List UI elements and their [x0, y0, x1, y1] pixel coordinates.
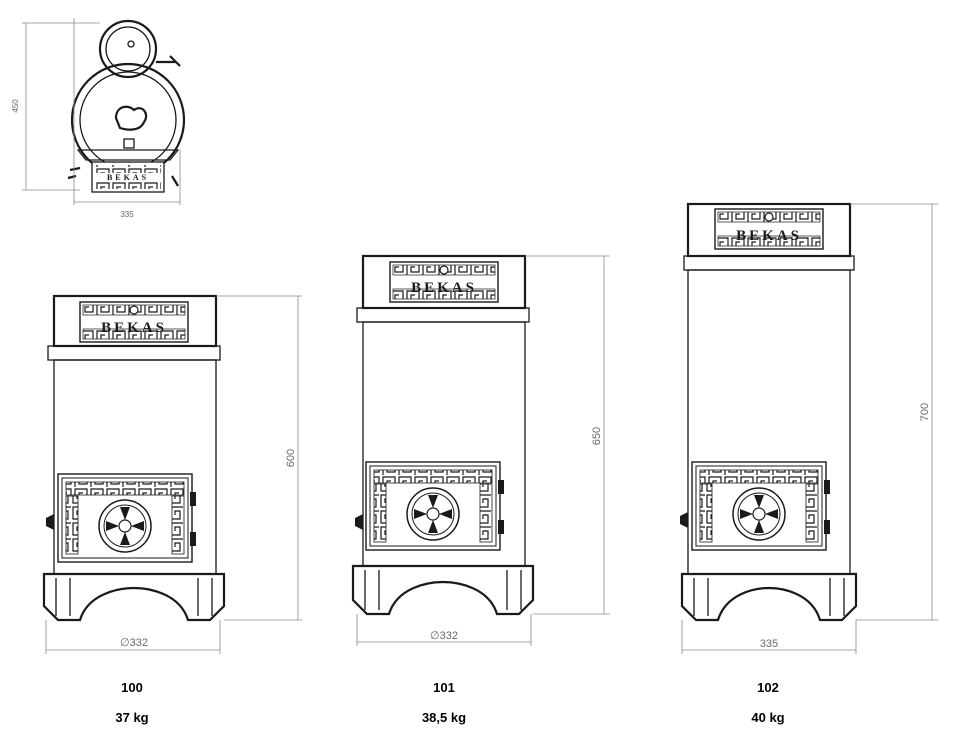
stove-102-brand: BEKAS — [736, 228, 802, 244]
stove-101-drawing: BEKAS ∅332 650 — [351, 254, 610, 646]
top-view-drawing: BEKAS 335 450 — [11, 18, 186, 219]
model-102-label: 102 — [757, 680, 779, 695]
model-101-weight: 38,5 kg — [421, 710, 467, 725]
top-view-width-label: 335 — [120, 210, 134, 219]
stove-101-width-label: ∅332 — [430, 630, 458, 642]
stove-100-brand: BEKAS — [101, 320, 167, 336]
top-view-height-label: 450 — [11, 99, 20, 113]
stove-102-width-label: 335 — [760, 638, 778, 650]
stove-101-height-label: 650 — [591, 427, 603, 445]
stove-101-brand: BEKAS — [411, 280, 477, 296]
top-view-brand: BEKAS — [107, 173, 149, 182]
model-100-weight: 37 kg — [115, 710, 149, 725]
stove-100-height-label: 600 — [285, 449, 297, 467]
model-101-label: 101 — [433, 680, 455, 695]
stove-102-drawing: BEKAS 335 700 — [680, 202, 938, 654]
model-100-label: 100 — [121, 680, 143, 695]
stove-100-drawing: BEKAS ∅332 600 — [42, 294, 302, 654]
model-102-weight: 40 kg — [751, 710, 785, 725]
stove-100-width-label: ∅332 — [120, 637, 148, 649]
stove-102-height-label: 700 — [919, 403, 931, 421]
